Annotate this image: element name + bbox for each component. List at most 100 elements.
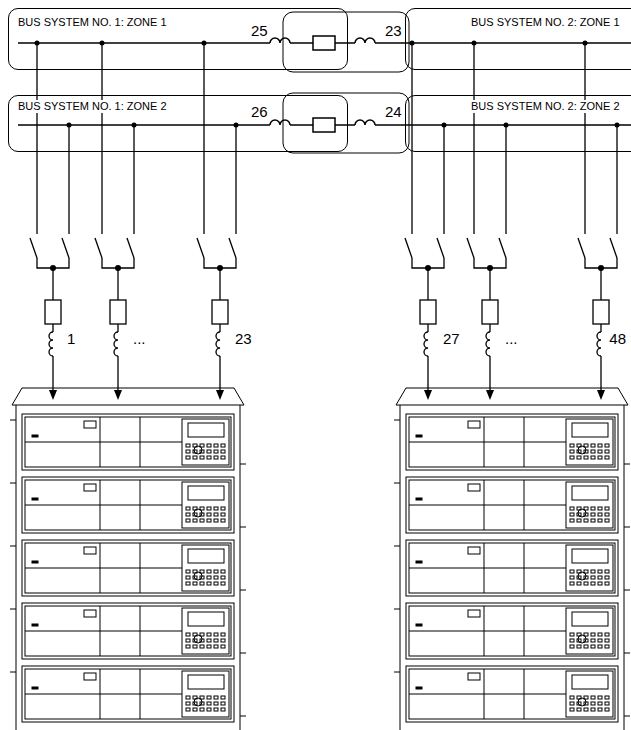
ct-coil <box>355 38 375 43</box>
relay-key <box>214 513 218 516</box>
relay-panel-line <box>484 417 485 467</box>
junction-dot <box>100 41 105 46</box>
rack-tab <box>394 483 400 484</box>
relay-key <box>598 645 602 648</box>
rack-tab <box>394 546 400 547</box>
relay-key <box>605 639 609 642</box>
relay-led <box>416 435 422 437</box>
isolator-blade <box>578 238 585 258</box>
relay-key <box>186 645 190 648</box>
callout-number: 23 <box>234 330 253 347</box>
feeder-wire <box>117 268 118 300</box>
relay-hmi <box>182 671 229 717</box>
relay-key <box>570 702 574 705</box>
relay-key <box>214 582 218 585</box>
relay-key <box>591 582 595 585</box>
relay-hmi <box>566 608 613 654</box>
relay-key <box>591 639 595 642</box>
relay-key <box>207 456 211 459</box>
ct-coil <box>114 332 118 356</box>
ct-coil <box>424 332 428 356</box>
relay-key <box>591 645 595 648</box>
rack-rail <box>16 405 17 730</box>
relay-panel-line <box>140 480 141 530</box>
relay-key <box>591 570 595 573</box>
relay-key <box>570 576 574 579</box>
relay-panel-line <box>25 505 182 506</box>
relay-display <box>188 549 224 563</box>
relay-key <box>207 639 211 642</box>
relay-key <box>570 639 574 642</box>
relay-display <box>188 612 224 626</box>
relay-key <box>186 570 190 573</box>
arrow-head <box>216 390 224 400</box>
relay-key <box>221 444 225 447</box>
relay-key <box>207 570 211 573</box>
relay-key <box>598 702 602 705</box>
relay-leds <box>84 547 96 554</box>
relay-key <box>221 582 225 585</box>
relay-key <box>570 519 574 522</box>
feeder-wire <box>52 268 53 300</box>
relay-key <box>221 513 225 516</box>
relay-led <box>32 435 38 437</box>
relay-key <box>207 633 211 636</box>
relay-key <box>186 513 190 516</box>
relay-hmi <box>182 419 229 465</box>
relay-key <box>570 444 574 447</box>
relay-key <box>570 696 574 699</box>
feeder-wire <box>489 268 490 300</box>
busbar <box>290 124 313 126</box>
relay-key <box>598 450 602 453</box>
relay-frame <box>406 477 618 533</box>
junction-dot <box>67 123 72 128</box>
ct-coil <box>486 332 490 356</box>
relay-key <box>193 519 197 522</box>
callout-number: 48 <box>608 330 627 347</box>
relay-key <box>570 507 574 510</box>
relay-key <box>598 708 602 711</box>
relay-panel-line <box>524 480 525 530</box>
isolator-blade <box>197 238 204 258</box>
feeder-wire <box>52 356 53 392</box>
rack-tab <box>10 420 16 421</box>
busbar <box>375 124 631 126</box>
relay-key <box>570 513 574 516</box>
ct-coil <box>355 120 375 125</box>
rack-roof <box>396 388 628 405</box>
bus-zone: BUS SYSTEM NO. 1: ZONE 2 <box>8 95 348 152</box>
rack-tab <box>624 716 630 717</box>
relay-key <box>584 582 588 585</box>
relay-key <box>605 519 609 522</box>
junction-dot <box>472 41 477 46</box>
junction-dot <box>442 123 447 128</box>
relay-key <box>591 507 595 510</box>
callout-number: 24 <box>384 103 403 120</box>
relay-panel-line <box>100 480 101 530</box>
rack-tab <box>240 527 246 528</box>
busbar <box>290 42 313 44</box>
relay-panel-line <box>524 543 525 593</box>
relay-key <box>598 456 602 459</box>
relay-front <box>409 480 615 530</box>
relay-key <box>200 582 204 585</box>
relay-key <box>605 513 609 516</box>
feeder-wire <box>36 43 37 234</box>
callout-number: 23 <box>384 22 403 39</box>
arrow-head <box>114 390 122 400</box>
relay-key <box>605 633 609 636</box>
relay-panel-line <box>484 480 485 530</box>
relay-frame <box>406 666 618 722</box>
relay-navkey <box>194 446 202 454</box>
relay-panel-line <box>524 606 525 656</box>
isolator-blade <box>610 238 617 258</box>
relay-panel-line <box>409 442 566 443</box>
rack-tab <box>240 464 246 465</box>
feeder-wire <box>101 43 102 234</box>
relay-key <box>584 708 588 711</box>
relay-key <box>207 450 211 453</box>
junction-dot <box>410 41 415 46</box>
relay-display <box>572 675 608 689</box>
junction-dot <box>202 41 207 46</box>
relay-key <box>598 519 602 522</box>
